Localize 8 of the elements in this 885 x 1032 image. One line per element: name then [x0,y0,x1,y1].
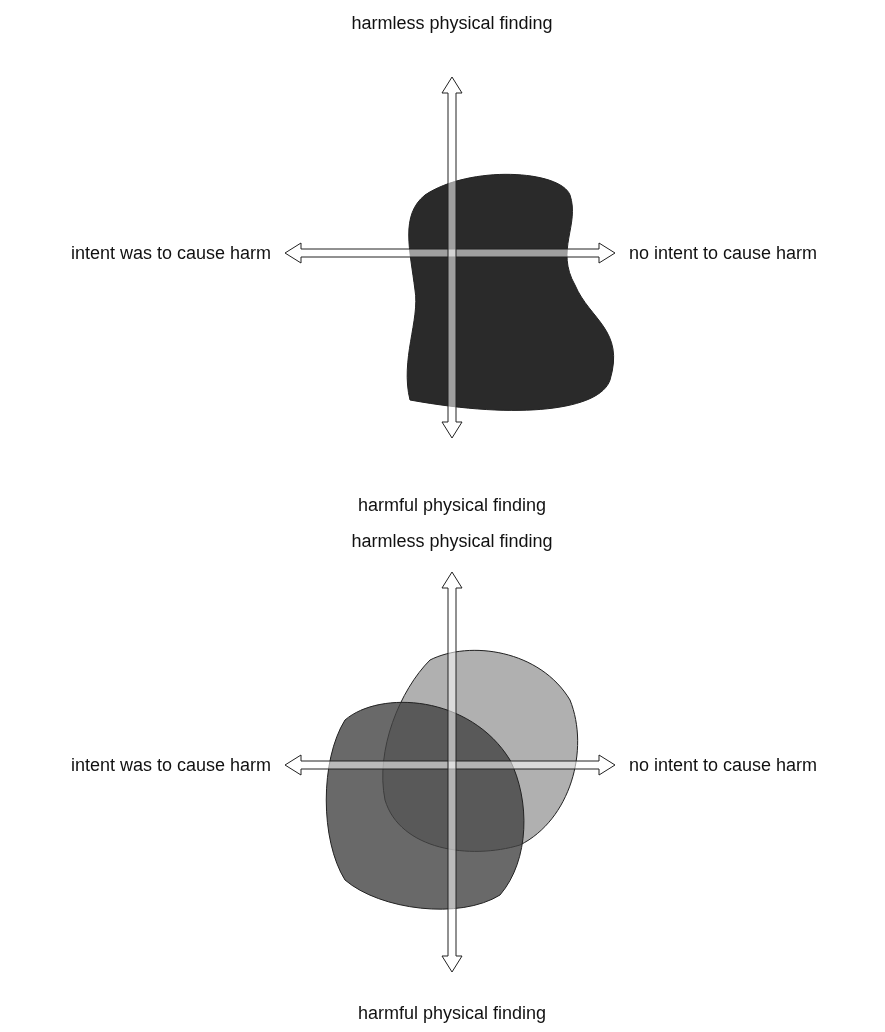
axis-label: no intent to cause harm [629,754,818,776]
axis-label: harmless physical finding [351,530,553,552]
axis-label: harmful physical finding [358,494,547,516]
axis-label: no intent to cause harm [629,242,818,264]
axis-label: intent was to cause harm [71,242,272,264]
axis-label: intent was to cause harm [71,754,272,776]
axis-label: harmful physical finding [358,1002,547,1024]
axis-label: harmless physical finding [351,12,553,34]
